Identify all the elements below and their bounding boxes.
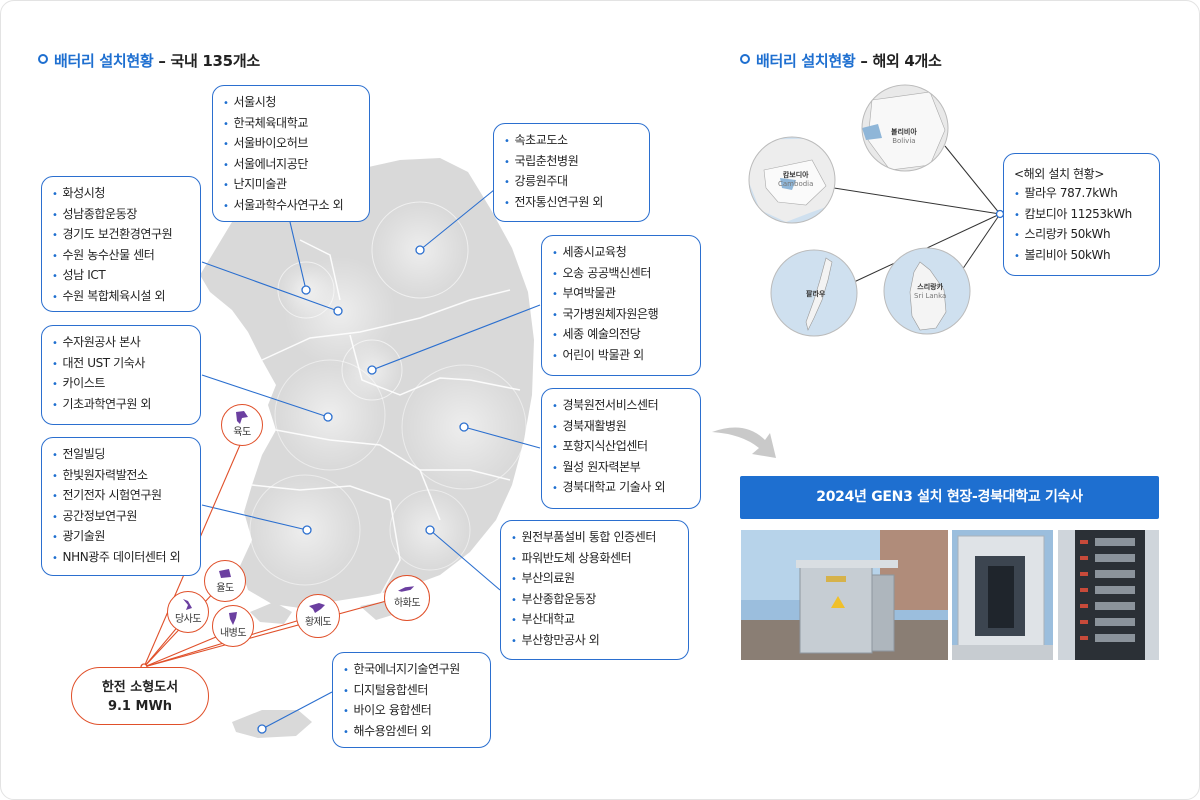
srilanka-map	[884, 248, 970, 334]
site-item: 서울바이오허브	[223, 134, 359, 155]
site-item: 난지미술관	[223, 175, 359, 196]
site-item: 부산항만공사 외	[511, 631, 678, 652]
site-item: 광기술원	[52, 527, 190, 548]
site-item: 수원 농수산물 센터	[52, 246, 190, 267]
island-naebyeongdo: 내병도	[212, 605, 254, 647]
gen3-banner: 2024년 GEN3 설치 현장-경북대학교 기숙사	[740, 476, 1159, 519]
island-shape-icon	[236, 411, 248, 424]
site-item: 세종시교육청	[552, 243, 690, 264]
domestic-heading: 배터리 설치현황 – 국내 135개소	[38, 50, 260, 71]
site-item: 수자원공사 본사	[52, 333, 190, 354]
box-overseas: <해외 설치 현황> 팔라우 787.7kWh 캄보디아 11253kWh 스리…	[1003, 153, 1160, 276]
island-hahwado: 하화도	[384, 575, 430, 621]
box-sejong: 세종시교육청 오송 공공백신센터 부여박물관 국가병원체자원은행 세종 예술의전…	[541, 235, 701, 376]
box-gyeongnam: 원전부품설비 통합 인증센터 파워반도체 상용화센터 부산의료원 부산종합운동장…	[500, 520, 689, 660]
site-item: NHN광주 데이터센터 외	[52, 548, 190, 569]
overseas-title: <해외 설치 현황>	[1014, 167, 1104, 181]
island-shape-icon	[219, 569, 231, 578]
site-photo-1	[741, 530, 948, 660]
site-item: 수원 복합체육시설 외	[52, 287, 190, 308]
site-item: 한국체육대학교	[223, 114, 359, 135]
island-dangsado: 당사도	[167, 591, 209, 633]
site-item: 부산의료원	[511, 569, 678, 590]
box-gangwon: 속초교도소 국립춘천병원 강릉원주대 전자통신연구원 외	[493, 123, 650, 222]
site-item: 성남 ICT	[52, 266, 190, 287]
site-item: 부산대학교	[511, 610, 678, 631]
island-shape-icon	[309, 603, 325, 613]
site-item: 월성 원자력본부	[552, 458, 690, 479]
site-item: 경기도 보건환경연구원	[52, 225, 190, 246]
palau-label: 팔라우	[806, 290, 826, 298]
overseas-item: 팔라우 787.7kWh	[1014, 184, 1149, 205]
site-item: 경북원전서비스센터	[552, 396, 690, 417]
overseas-heading: 배터리 설치현황 – 해외 4개소	[740, 50, 942, 71]
box-gyeongbuk: 경북원전서비스센터 경북재활병원 포항지식산업센터 월성 원자력본부 경북대학교…	[541, 388, 701, 509]
site-item: 부산종합운동장	[511, 590, 678, 611]
overseas-item: 볼리비아 50kWh	[1014, 246, 1149, 267]
box-gyeonggi: 화성시청 성남종합운동장 경기도 보건환경연구원 수원 농수산물 센터 성남 I…	[41, 176, 201, 312]
site-item: 속초교도소	[504, 131, 639, 152]
box-daejeon: 수자원공사 본사 대전 UST 기숙사 카이스트 기초과학연구원 외	[41, 325, 201, 425]
site-item: 국립춘천병원	[504, 152, 639, 173]
island-shape-icon	[183, 599, 192, 610]
box-jeju: 한국에너지기술연구원 디지털융합센터 바이오 융합센터 해수용암센터 외	[332, 652, 491, 748]
bolivia-label: 볼리비아 Bolivia	[891, 128, 917, 145]
site-item: 포항지식산업센터	[552, 437, 690, 458]
site-item: 성남종합운동장	[52, 205, 190, 226]
site-photo-3	[1058, 530, 1159, 660]
island-shape-icon	[229, 612, 237, 625]
site-item: 카이스트	[52, 374, 190, 395]
cambodia-label: 캄보디아 Cambodia	[778, 171, 814, 188]
bullet-ring-icon	[740, 54, 750, 64]
site-item: 원전부품설비 통합 인증센터	[511, 528, 678, 549]
site-item: 화성시청	[52, 184, 190, 205]
arrow-icon	[712, 427, 776, 458]
site-item: 한국에너지기술연구원	[343, 660, 480, 681]
site-item: 바이오 융합센터	[343, 701, 480, 722]
site-photo-2	[952, 530, 1053, 660]
site-item: 해수용암센터 외	[343, 722, 480, 743]
kepco-small-island-badge: 한전 소형도서 9.1 MWh	[71, 667, 209, 725]
box-honam: 전일빌딩 한빛원자력발전소 전기전자 시험연구원 공간정보연구원 광기술원 NH…	[41, 437, 201, 576]
bullet-ring-icon	[38, 54, 48, 64]
cambodia-map	[749, 137, 835, 223]
site-item: 한빛원자력발전소	[52, 466, 190, 487]
overseas-item: 캄보디아 11253kWh	[1014, 205, 1149, 226]
bolivia-map	[862, 85, 948, 171]
site-item: 대전 UST 기숙사	[52, 354, 190, 375]
site-item: 부여박물관	[552, 284, 690, 305]
island-yukdo: 육도	[221, 404, 263, 446]
box-seoul: 서울시청 한국체육대학교 서울바이오허브 서울에너지공단 난지미술관 서울과학수…	[212, 85, 370, 222]
island-shape-icon	[398, 586, 415, 592]
site-item: 디지털융합센터	[343, 681, 480, 702]
site-item: 전기전자 시험연구원	[52, 486, 190, 507]
site-item: 서울에너지공단	[223, 155, 359, 176]
palau-map	[771, 250, 857, 336]
site-item: 전일빌딩	[52, 445, 190, 466]
site-item: 경북재활병원	[552, 417, 690, 438]
srilanka-label: 스리랑카 Sri Lanka	[914, 283, 947, 300]
site-item: 전자통신연구원 외	[504, 193, 639, 214]
site-item: 기초과학연구원 외	[52, 395, 190, 416]
site-item: 공간정보연구원	[52, 507, 190, 528]
overseas-item: 스리랑카 50kWh	[1014, 225, 1149, 246]
site-item: 세종 예술의전당	[552, 325, 690, 346]
island-hwangjedo: 황제도	[296, 594, 340, 638]
site-item: 어린이 박물관 외	[552, 346, 690, 367]
site-item: 서울과학수사연구소 외	[223, 196, 359, 217]
site-item: 경북대학교 기술사 외	[552, 478, 690, 499]
site-item: 국가병원체자원은행	[552, 305, 690, 326]
site-item: 서울시청	[223, 93, 359, 114]
site-item: 오송 공공백신센터	[552, 264, 690, 285]
island-yuldo: 율도	[204, 560, 246, 602]
site-item: 강릉원주대	[504, 172, 639, 193]
site-item: 파워반도체 상용화센터	[511, 549, 678, 570]
